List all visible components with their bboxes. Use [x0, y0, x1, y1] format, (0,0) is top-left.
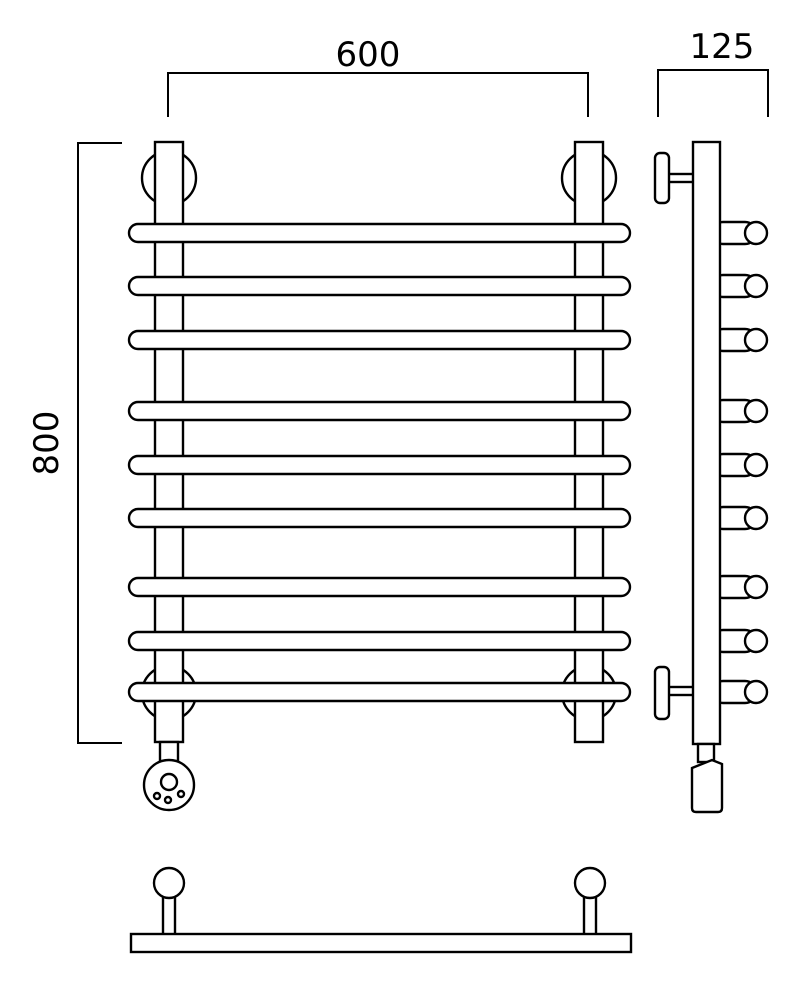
rail: [127, 275, 632, 297]
bracket-arm-bottom: [666, 685, 696, 697]
heating-element-dot: [152, 791, 162, 801]
wall-plate-bottom: [653, 665, 671, 721]
top-stem-right: [582, 893, 598, 937]
front-view: [127, 140, 632, 812]
side-riser: [691, 140, 722, 746]
rail: [127, 507, 632, 529]
dimension-width-label: 600: [336, 35, 401, 75]
wall-plate-top: [653, 151, 671, 205]
side-rail-end: [743, 628, 769, 654]
side-heating-body: [690, 758, 724, 814]
dimension-depth: 125: [657, 27, 769, 117]
side-rail-end: [743, 327, 769, 353]
side-rail-end: [743, 273, 769, 299]
dimension-height-label: 800: [27, 411, 67, 476]
rail: [127, 454, 632, 476]
bracket-arm-top: [666, 172, 696, 184]
heating-element-dot: [176, 789, 186, 799]
dimension-height: 800: [27, 142, 122, 744]
side-rails: [710, 220, 769, 705]
top-mount-right: [573, 866, 607, 900]
front-rails: [127, 222, 632, 703]
dimension-depth-label: 125: [690, 27, 755, 67]
heating-element-port: [159, 772, 179, 792]
rail: [127, 630, 632, 652]
side-rail-end: [743, 679, 769, 705]
side-rail-end: [743, 452, 769, 478]
side-view: [653, 140, 769, 814]
top-mount-left: [152, 866, 186, 900]
dimension-width: 600: [167, 35, 589, 117]
rail: [127, 222, 632, 244]
side-rail-end: [743, 220, 769, 246]
top-rail: [129, 932, 633, 954]
top-view: [129, 866, 633, 954]
rail: [127, 576, 632, 598]
top-stem-left: [161, 893, 177, 937]
rail: [127, 400, 632, 422]
side-rail-end: [743, 574, 769, 600]
side-rail-end: [743, 398, 769, 424]
heating-element-dot: [163, 795, 173, 805]
rail: [127, 329, 632, 351]
side-rail-end: [743, 505, 769, 531]
rail: [127, 681, 632, 703]
